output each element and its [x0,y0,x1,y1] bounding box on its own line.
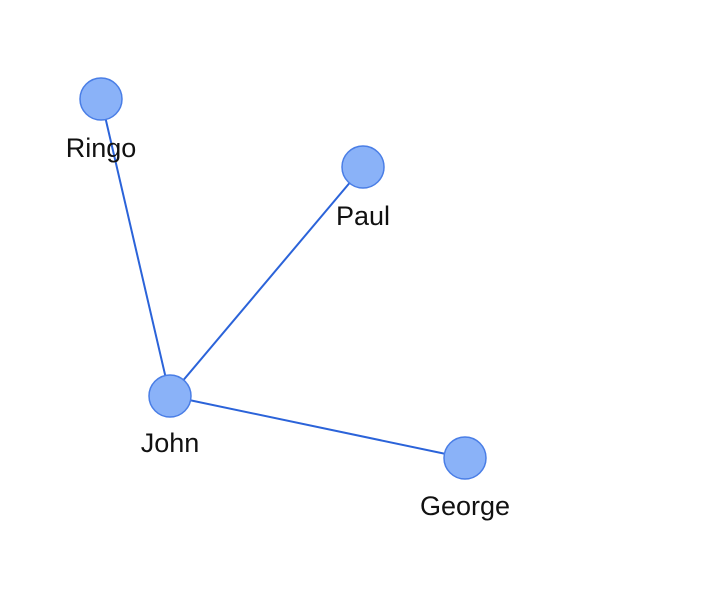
node-john-label: John [141,428,200,458]
edge-ringo-john [100,98,171,397]
node-george-circle[interactable] [443,436,487,480]
graph-nodes: Ringo Paul John George [66,77,510,521]
graph-edges [100,98,466,459]
node-paul-circle[interactable] [341,145,385,189]
node-john-circle[interactable] [148,374,192,418]
node-ringo[interactable]: Ringo [66,77,137,163]
edge-paul-john [169,166,364,397]
node-george-label: George [420,491,510,521]
node-paul[interactable]: Paul [336,145,390,231]
node-john[interactable]: John [141,374,200,458]
edge-john-george [169,395,466,459]
node-george[interactable]: George [420,436,510,521]
node-ringo-circle[interactable] [79,77,123,121]
node-paul-label: Paul [336,201,390,231]
node-ringo-label: Ringo [66,133,137,163]
